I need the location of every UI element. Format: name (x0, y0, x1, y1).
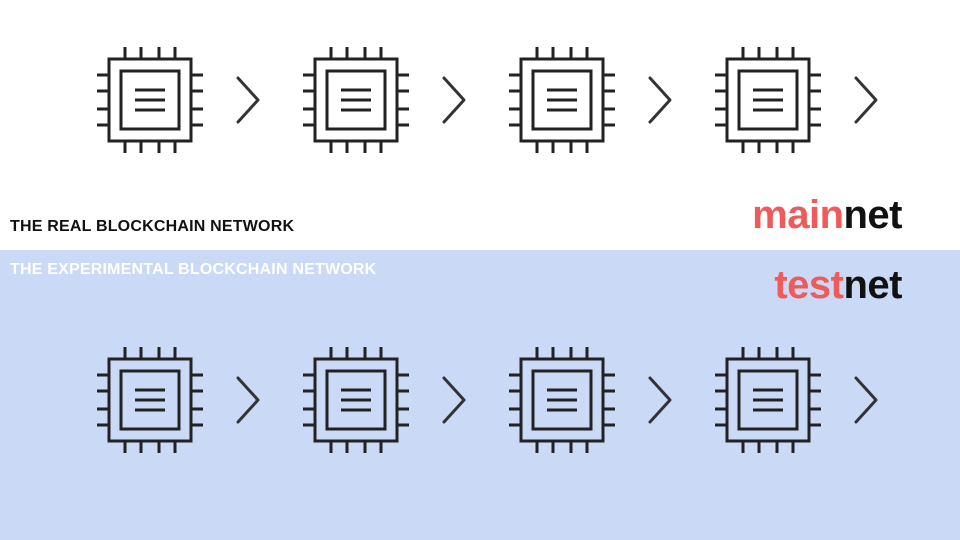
cpu-chip-icon (715, 347, 821, 453)
cpu-chip-icon (509, 347, 615, 453)
chevron-right-icon (854, 376, 878, 424)
testnet-block-chain (97, 347, 878, 453)
testnet-wordmark-prefix: test (774, 263, 844, 307)
chevron-right-icon (854, 76, 878, 124)
mainnet-caption: THE REAL BLOCKCHAIN NETWORK (10, 218, 295, 235)
mainnet-wordmark-suffix: net (843, 193, 903, 237)
chevron-right-icon (236, 376, 260, 424)
mainnet-wordmark-prefix: main (752, 193, 844, 237)
mainnet-section (0, 0, 960, 250)
cpu-chip-icon (715, 47, 821, 153)
testnet-wordmark: testnet (774, 265, 902, 305)
chevron-right-icon (236, 76, 260, 124)
chevron-right-icon (442, 76, 466, 124)
testnet-section (0, 250, 960, 540)
testnet-caption: THE EXPERIMENTAL BLOCKCHAIN NETWORK (10, 261, 377, 278)
cpu-chip-icon (97, 47, 203, 153)
cpu-chip-icon (97, 347, 203, 453)
mainnet-block-chain (97, 47, 878, 153)
mainnet-wordmark: mainnet (752, 195, 902, 235)
testnet-wordmark-suffix: net (843, 263, 903, 307)
chevron-right-icon (442, 376, 466, 424)
cpu-chip-icon (303, 347, 409, 453)
cpu-chip-icon (509, 47, 615, 153)
chevron-right-icon (648, 376, 672, 424)
cpu-chip-icon (303, 47, 409, 153)
chevron-right-icon (648, 76, 672, 124)
